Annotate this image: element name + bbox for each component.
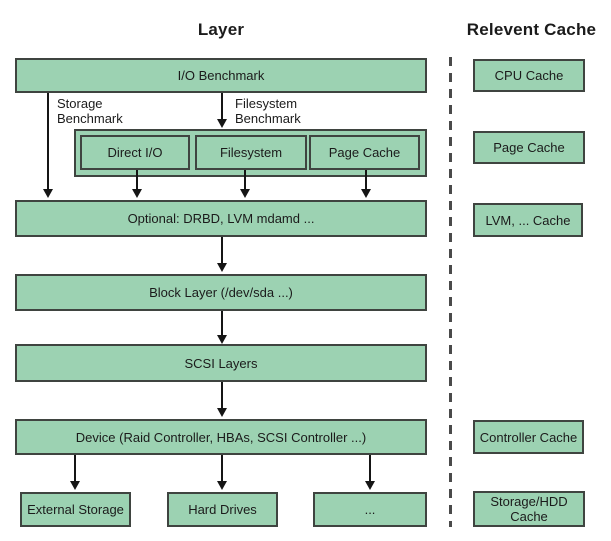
page-cache-label: Page Cache: [328, 145, 401, 160]
hard-drives-box: Hard Drives: [167, 492, 278, 527]
arrow-filesystem-to-optional: [240, 170, 250, 198]
io-benchmark-box: I/O Benchmark: [15, 58, 427, 93]
controller-cache-box: Controller Cache: [473, 420, 584, 454]
arrow-block-to-scsi: [217, 311, 227, 344]
storage-hdd-cache-label: Storage/HDD Cache: [490, 494, 568, 524]
arrow-filesystem-benchmark: [217, 93, 227, 128]
scsi-layers-label: SCSI Layers: [184, 355, 258, 371]
io-benchmark-label: I/O Benchmark: [177, 68, 265, 83]
device-layer-label: Device (Raid Controller, HBAs, SCSI Cont…: [75, 429, 367, 445]
arrow-device-to-other: [365, 455, 375, 490]
optional-layer-box: Optional: DRBD, LVM mdamd ...: [15, 200, 427, 237]
direct-io-label: Direct I/O: [107, 145, 163, 160]
scsi-layers-box: SCSI Layers: [15, 344, 427, 382]
arrow-optional-to-block: [217, 237, 227, 272]
cpu-cache-box: CPU Cache: [473, 59, 585, 92]
storage-hdd-cache-box: Storage/HDD Cache: [473, 491, 585, 527]
controller-cache-label: Controller Cache: [479, 429, 578, 445]
other-devices-label: ...: [364, 502, 376, 517]
filesystem-benchmark-label: Filesystem Benchmark: [235, 96, 301, 126]
block-layer-box: Block Layer (/dev/sda ...): [15, 274, 427, 311]
storage-benchmark-label: Storage Benchmark: [57, 96, 123, 126]
arrow-device-to-external-storage: [70, 455, 80, 490]
column-divider-dashed-line: [449, 57, 452, 527]
page-cache-box: Page Cache: [309, 135, 420, 170]
page-cache-right-box: Page Cache: [473, 131, 585, 164]
page-cache-right-label: Page Cache: [493, 140, 565, 155]
arrow-storage-benchmark: [43, 93, 53, 198]
lvm-cache-label: LVM, ... Cache: [485, 212, 571, 228]
arrow-direct-io-to-optional: [132, 170, 142, 198]
cpu-cache-label: CPU Cache: [494, 68, 564, 83]
device-layer-box: Device (Raid Controller, HBAs, SCSI Cont…: [15, 419, 427, 455]
hard-drives-label: Hard Drives: [188, 502, 257, 517]
block-layer-label: Block Layer (/dev/sda ...): [149, 285, 293, 300]
filesystem-box: Filesystem: [195, 135, 307, 170]
arrow-scsi-to-device: [217, 382, 227, 417]
arrow-page-cache-to-optional: [361, 170, 371, 198]
arrow-device-to-hard-drives: [217, 455, 227, 490]
optional-layer-label: Optional: DRBD, LVM mdamd ...: [127, 211, 315, 226]
layer-column-title: Layer: [197, 20, 245, 39]
external-storage-box: External Storage: [20, 492, 131, 527]
external-storage-label: External Storage: [27, 502, 124, 517]
filesystem-label: Filesystem: [219, 145, 283, 160]
other-devices-box: ...: [313, 492, 427, 527]
relevant-cache-column-title: Relevent Cache: [466, 20, 597, 39]
lvm-cache-box: LVM, ... Cache: [473, 203, 583, 237]
direct-io-box: Direct I/O: [80, 135, 190, 170]
